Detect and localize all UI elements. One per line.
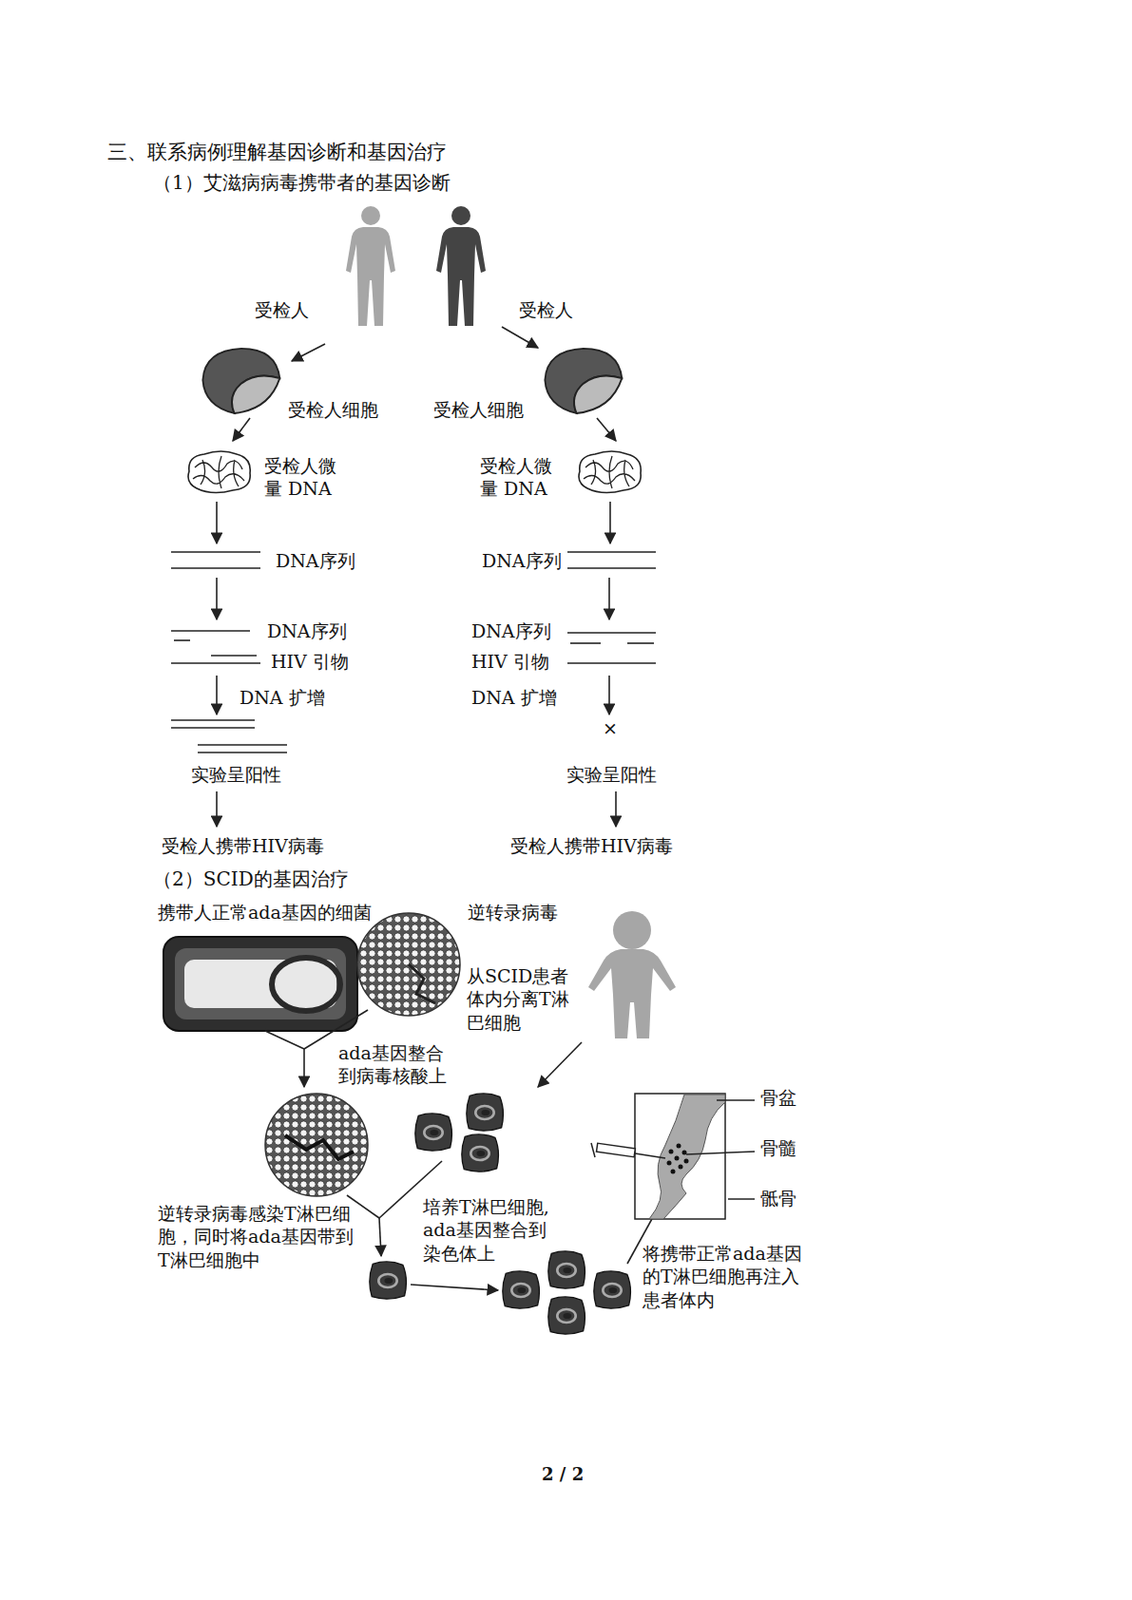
conclusion-label: 受检人携带HIV病毒 bbox=[161, 834, 325, 858]
subsection-heading: （2）SCID的基因治疗 bbox=[153, 867, 349, 893]
primer-label: HIV 引物 bbox=[471, 650, 550, 673]
sequence-label: DNA序列 bbox=[481, 549, 562, 573]
person-label: 受检人 bbox=[518, 298, 574, 322]
sequence-label: DNA序列 bbox=[275, 549, 356, 573]
step-label: 将携带正常ada基因的T淋巴细胞再注入患者体内 bbox=[642, 1242, 812, 1312]
cell-label: 受检人细胞 bbox=[433, 398, 524, 422]
cell-label: 受检人细胞 bbox=[287, 398, 379, 422]
result-label: 实验呈阳性 bbox=[566, 763, 657, 787]
subsection-heading: （1）艾滋病病毒携带者的基因诊断 bbox=[153, 171, 451, 196]
dna-label: 受检人微量 DNA bbox=[479, 454, 558, 501]
section-heading: 三、联系病例理解基因诊断和基因治疗 bbox=[107, 139, 447, 166]
bone-label: 骨髓 bbox=[760, 1136, 797, 1160]
conclusion-label: 受检人携带HIV病毒 bbox=[510, 834, 673, 858]
bone-label: 骶骨 bbox=[760, 1187, 797, 1210]
no-amplify-mark: × bbox=[602, 716, 618, 740]
page-number: 2 / 2 bbox=[541, 1463, 584, 1486]
virus-label: 逆转录病毒 bbox=[467, 901, 558, 924]
bacterium-label: 携带人正常ada基因的细菌 bbox=[157, 901, 372, 924]
person-label: 受检人 bbox=[254, 298, 309, 322]
amplify-label: DNA 扩增 bbox=[471, 686, 557, 710]
sequence-label: DNA序列 bbox=[471, 619, 552, 643]
amplify-label: DNA 扩增 bbox=[239, 686, 326, 710]
bone-label: 骨盆 bbox=[760, 1086, 797, 1110]
step-label: ada基因整合到病毒核酸上 bbox=[338, 1041, 461, 1089]
result-label: 实验呈阳性 bbox=[191, 763, 282, 787]
step-label: 逆转录病毒感染T淋巴细胞，同时将ada基因带到T淋巴细胞中 bbox=[157, 1202, 364, 1272]
sequence-label: DNA序列 bbox=[267, 619, 347, 643]
primer-label: HIV 引物 bbox=[270, 650, 349, 673]
dna-label: 受检人微量 DNA bbox=[264, 454, 343, 501]
step-label: 培养T淋巴细胞,ada基因整合到染色体上 bbox=[422, 1195, 557, 1266]
step-label: 从SCID患者体内分离T淋巴细胞 bbox=[466, 964, 579, 1035]
